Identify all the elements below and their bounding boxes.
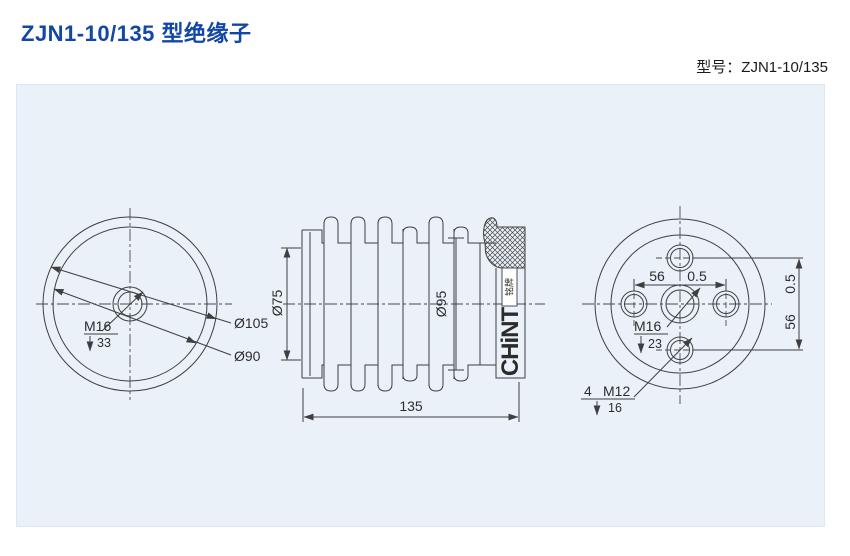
front-boss-outer xyxy=(112,286,148,322)
side-fitting-outline xyxy=(495,227,526,379)
back-vdim: 0.5 56 xyxy=(694,257,803,351)
back-hdim-tol: 0.5 xyxy=(687,268,707,284)
back-hdim: 56 0.5 xyxy=(633,268,727,291)
dia90-label: Ø90 xyxy=(234,348,261,364)
back-center-hole-inner xyxy=(665,289,695,319)
back-vdim-value: 56 xyxy=(782,314,798,330)
front-outer-circle xyxy=(42,216,218,392)
model-number-label: 型号：ZJN1-10/135 xyxy=(696,59,828,76)
back-m16-depth: 23 xyxy=(648,337,662,351)
brand-logo-text: CHiNT xyxy=(497,307,524,377)
back-m16-label: M16 xyxy=(634,318,661,334)
front-depth-label: 33 xyxy=(97,336,111,350)
dia95-dimension: Ø95 xyxy=(433,237,464,371)
side-nameplate-box xyxy=(501,267,518,307)
back-m12-label: M12 xyxy=(603,383,630,399)
length-label: 135 xyxy=(399,398,423,414)
back-m16-callout: M16 23 xyxy=(634,287,701,354)
length-dimension: 135 xyxy=(302,382,520,422)
back-view: 56 0.5 0.5 56 M16 23 4 M12 16 xyxy=(581,206,803,416)
dia95-label: Ø95 xyxy=(433,291,449,318)
side-shed-lines xyxy=(309,222,481,386)
front-view: Ø105 Ø90 M16 33 xyxy=(36,208,268,400)
side-fitting: 铭牌 CHiNT xyxy=(483,217,526,379)
page-title: ZJN1-10/135 型绝缘子 xyxy=(21,21,252,46)
back-outer-circle xyxy=(594,218,766,390)
dia90-leader-arrow2 xyxy=(185,336,197,344)
back-hdim-value: 56 xyxy=(649,268,665,284)
side-nameplate-text: 铭牌 xyxy=(504,278,515,296)
side-body-bottom-profile xyxy=(302,364,496,392)
dia90-leader xyxy=(53,288,232,356)
dia105-leader xyxy=(50,266,232,324)
back-bolt-holes xyxy=(620,244,740,364)
front-inner-circle xyxy=(52,226,208,382)
dia105-leader-arrow2 xyxy=(205,312,217,320)
back-m12-count: 4 xyxy=(584,383,592,399)
dia75-dimension: Ø75 xyxy=(269,247,301,361)
back-inner-circle xyxy=(610,234,750,374)
side-fitting-hatch xyxy=(483,217,526,269)
drawing-panel xyxy=(16,84,825,527)
dia105-label: Ø105 xyxy=(234,315,268,331)
side-view: 铭牌 CHiNT Ø75 Ø95 135 xyxy=(269,216,545,422)
back-m12-depth: 16 xyxy=(608,401,622,415)
back-vdim-tol: 0.5 xyxy=(782,274,798,294)
front-m16-label: M16 xyxy=(84,318,111,334)
back-m12-callout: 4 M12 16 xyxy=(581,337,693,416)
side-body-top-profile xyxy=(302,216,496,244)
front-m16-leader xyxy=(101,291,144,332)
dia75-label: Ø75 xyxy=(269,290,285,317)
